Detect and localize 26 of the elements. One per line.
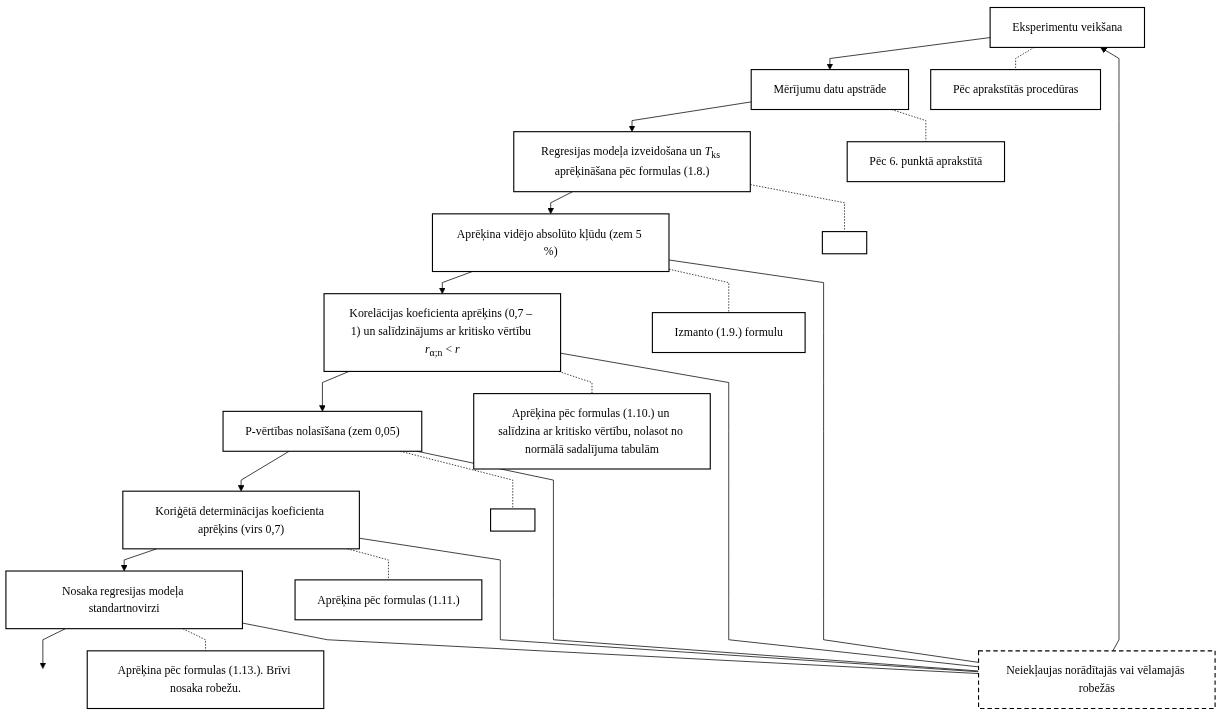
- node-box: [490, 508, 536, 532]
- connector: [560, 352, 979, 668]
- node-box: Aprēķina pēc formulas (1.10.) un salīdzina ar kritisko vērtību, nolasot no normālā sadalījuma tabulām: [473, 393, 711, 470]
- node-box: Nosaka regresijas modeļa standartnovirzi: [5, 570, 243, 630]
- node-box: Pēc 6. punktā aprakstītā: [846, 141, 1006, 183]
- connector: [182, 628, 206, 652]
- connector: [668, 259, 979, 663]
- node-box: Eksperimentu veikšana: [989, 6, 1146, 48]
- connector: [668, 268, 730, 313]
- node-box: Neiekļaujas norādītajās vai vēlamajās robežās: [978, 650, 1216, 710]
- connector: [558, 371, 593, 394]
- node-box: Pēc aprakstītās procedūras: [930, 69, 1102, 111]
- node-box: [821, 231, 868, 255]
- node-box: P-vērtības nolasīšana (zem 0,05): [222, 410, 423, 452]
- node-box: Aprēķina vidējo absolūto kļūdu (zem 5 %): [431, 213, 670, 273]
- node-box: Izmanto (1.9.) formulu: [651, 312, 806, 354]
- connector: [242, 622, 979, 674]
- connector: [1015, 47, 1035, 70]
- node-box: Mērījumu datu apstrāde: [750, 69, 910, 111]
- node-box: Korelācijas koeficienta aprēķins (0,7 – 1) un salīdzinājums ar kritisko vērtību r$_{α;n}$ < r: [323, 293, 562, 372]
- node-box: Aprēķina pēc formulas (1.13.). Brīvi nosaka robežu.: [86, 650, 325, 710]
- node-box: Koriģētā determinācijas koeficienta aprēķins (virs 0,7): [122, 490, 360, 550]
- node-box: Aprēķina pēc formulas (1.11.): [294, 579, 483, 621]
- connector: [347, 548, 389, 581]
- connector: [359, 537, 979, 673]
- node-box: Regresijas modeļa izveidošana un T$_{ks}$ aprēķināšana pēc formulas (1.8.): [513, 131, 751, 193]
